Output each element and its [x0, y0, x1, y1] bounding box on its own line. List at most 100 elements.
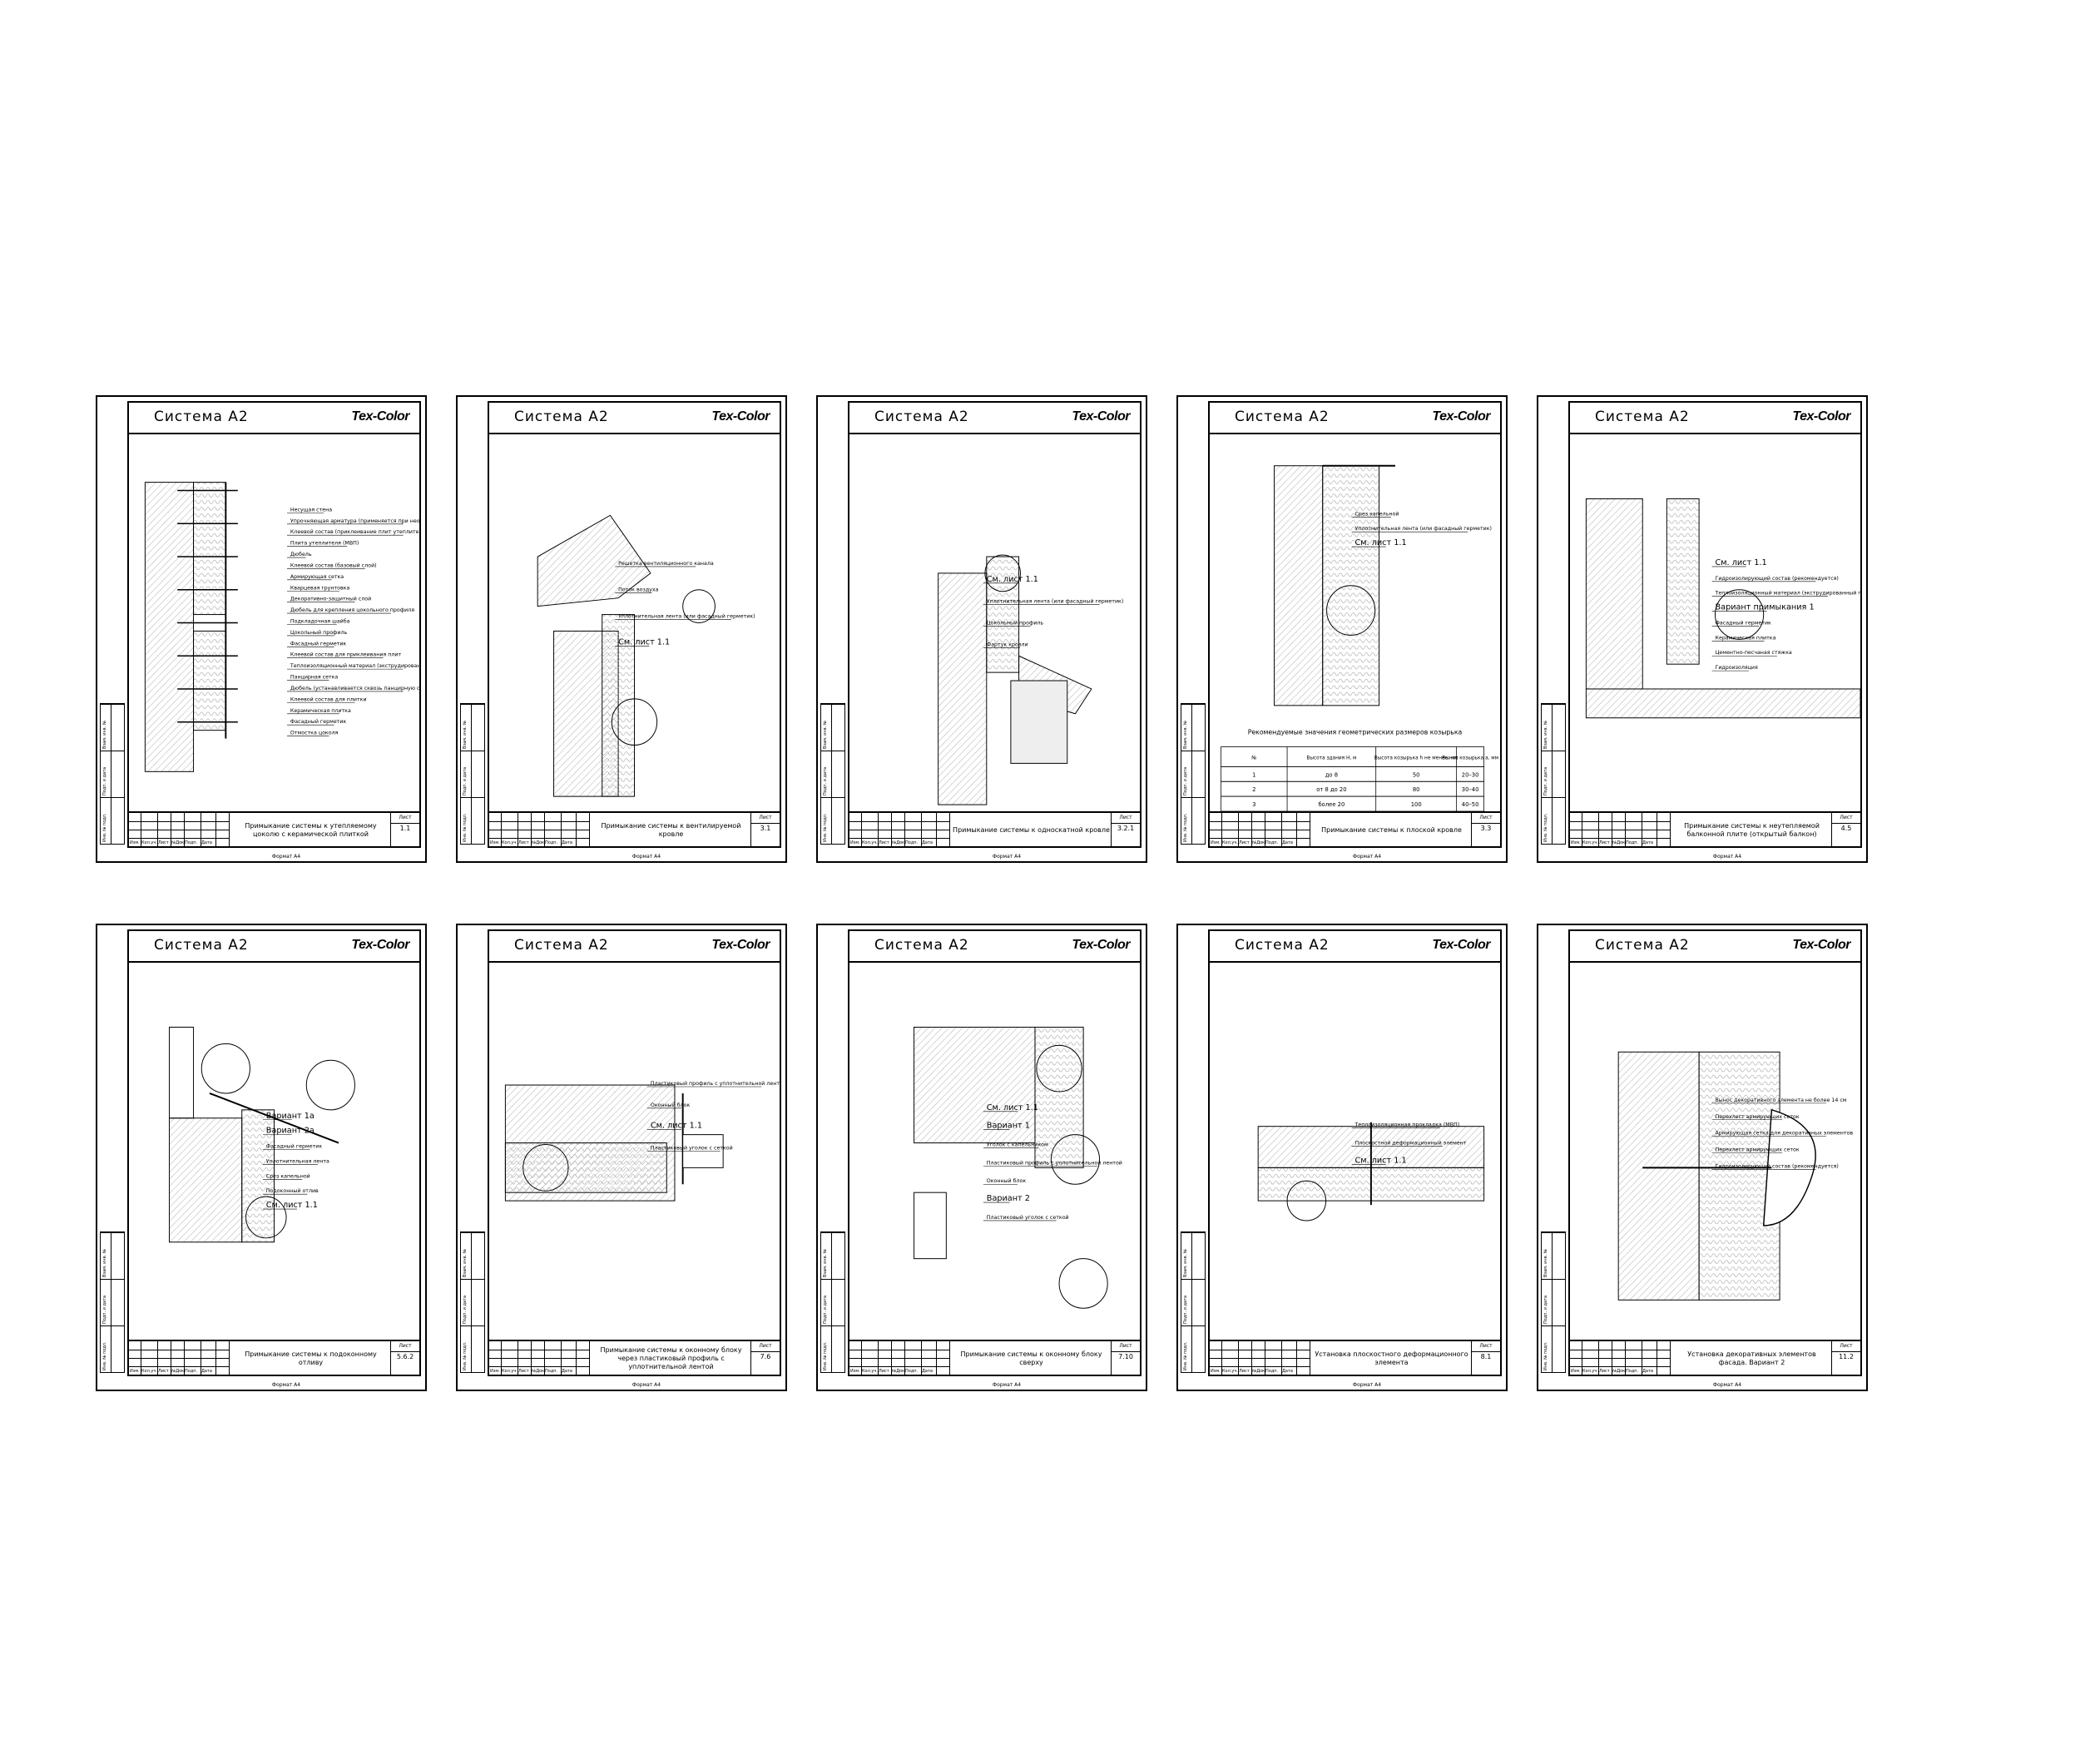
sheet-label: См. лист 1.1 [987, 575, 1038, 584]
table-cell: от 8 до 20 [1316, 786, 1346, 793]
sheet-label: Вынос декоративного элемента не более 14… [1716, 1097, 1847, 1103]
table-cell: 30–40 [1462, 786, 1479, 793]
list-label: Лист [391, 1341, 419, 1352]
sheet-title: Примыкание системы к вентилируемой кровл… [601, 822, 741, 838]
side-stamp-label: Взам. инв. № [1543, 721, 1548, 749]
stamp-cell-label: Кол.уч. [1582, 840, 1598, 845]
stamp-cell-label: Изм. [850, 1369, 860, 1374]
stamp-cell-label: Дата [1282, 840, 1293, 845]
system-title: Система А2 [1235, 409, 1330, 425]
list-number: 7.6 [760, 1353, 771, 1360]
stamp-cell-label: Дата [562, 1369, 572, 1374]
stamp-cell-label: Изм. [490, 840, 500, 845]
sheet-label: Керамическая плитка [290, 707, 351, 714]
list-number: 5.6.2 [396, 1353, 414, 1360]
side-stamp-label: Инв. № подл. [463, 1341, 468, 1371]
technical-drawing: Вынос декоративного элемента не более 14… [1570, 961, 1860, 1341]
sheet-label: Подоконный отлив [266, 1187, 319, 1194]
brand-logo: Tex-Color [1432, 409, 1490, 424]
sheet-label: Фартук кровли [987, 641, 1028, 647]
side-stamp-label: Инв. № подл. [1543, 813, 1548, 843]
sheet-label: Армирующая сетка для декоративных элемен… [1716, 1130, 1854, 1137]
stamp-cell-label: Подп. [185, 1369, 198, 1374]
sheet-label: Уголок с капельником [987, 1141, 1048, 1147]
stamp-cell-label: №Док. [1612, 1369, 1627, 1374]
sheet-title: Установка декоративных элементов фасада.… [1687, 1350, 1816, 1366]
list-label: Лист [751, 813, 780, 824]
system-title: Система А2 [514, 409, 609, 425]
stamp-cell-label: Изм. [490, 1369, 500, 1374]
system-title: Система А2 [874, 937, 969, 954]
sheet-label: Фасадный герметик [1716, 619, 1771, 626]
brand-logo: Tex-Color [1432, 938, 1490, 952]
side-stamp-label: Взам. инв. № [1543, 1249, 1548, 1277]
table-cell: 3 [1252, 801, 1255, 808]
sheet-label: Оконный блок [651, 1102, 691, 1108]
format-label: Формат А4 [1712, 854, 1742, 860]
sheet-label: Гидроизолирующий состав (рекомендуется) [1716, 575, 1839, 582]
stamp-cell-label: Лист [518, 840, 529, 845]
stamp-cell-label: №Док. [1252, 1369, 1266, 1374]
list-number: 3.1 [760, 825, 771, 832]
list-label: Лист [1472, 1341, 1500, 1352]
brand-logo: Tex-Color [1072, 409, 1130, 424]
sheet-label: Уплотнительная лента [266, 1157, 329, 1164]
stamp-cell-label: Кол.уч. [1222, 1369, 1238, 1374]
stamp-cell-label: №Док. [892, 1369, 906, 1374]
sheet-label: См. лист 1.1 [266, 1201, 318, 1210]
table-cell: 100 [1411, 801, 1422, 808]
stamp-cell-label: Лист [1239, 840, 1250, 845]
sheet-label: Декоративно-защитный слой [290, 596, 371, 602]
list-number: 8.1 [1480, 1353, 1492, 1360]
side-stamp-label: Инв. № подл. [463, 813, 468, 843]
sheet-label: Дюбель для крепления цокольного профиля [290, 607, 414, 613]
stamp-cell-label: №Док. [532, 840, 546, 845]
table-header-cell: Вынос козырька a, мм [1442, 756, 1498, 761]
sheet-label: Клеевой состав (базовый слой) [290, 562, 377, 568]
stamp-cell-label: Дата [922, 840, 933, 845]
sheet-label: Решетка вентиляционного канала [618, 560, 714, 567]
side-stamp-label: Взам. инв. № [102, 721, 107, 749]
system-title: Система А2 [154, 937, 249, 954]
sheet-label: Вариант 1 [987, 1122, 1030, 1131]
sheet-title: Примыкание системы к плоской кровле [1321, 826, 1462, 834]
stamp-cell-label: №Док. [1612, 840, 1627, 845]
sheet-label: Упрочняющая арматура (применяется при не… [290, 518, 419, 524]
list-label: Лист [1112, 1341, 1140, 1352]
sheet-label: Теплоизоляционная прокладка (МВП) [1354, 1122, 1460, 1128]
system-title: Система А2 [154, 409, 249, 425]
sheet-title: Примыкание системы к подоконному отливу [245, 1350, 377, 1366]
list-number: 3.3 [1480, 825, 1492, 832]
system-title: Система А2 [514, 937, 609, 954]
sheet-label: Цокольный профиль [987, 619, 1044, 626]
side-stamp-label: Взам. инв. № [463, 721, 468, 749]
stamp-cell-label: №Док. [171, 1369, 186, 1374]
list-number: 4.5 [1840, 825, 1852, 832]
sheet-label: Фасадный герметик [290, 640, 346, 647]
technical-drawing: Пластиковый профиль с уплотнительной лен… [489, 961, 780, 1341]
format-label: Формат А4 [271, 1382, 301, 1388]
brand-logo: Tex-Color [711, 938, 770, 952]
sheet-label: Клеевой состав (приклеивание плит утепли… [290, 528, 419, 535]
stamp-cell-label: Дата [562, 840, 572, 845]
sheet-label: Панцирная сетка [290, 673, 338, 680]
stamp-cell-label: Кол.уч. [141, 1369, 157, 1374]
